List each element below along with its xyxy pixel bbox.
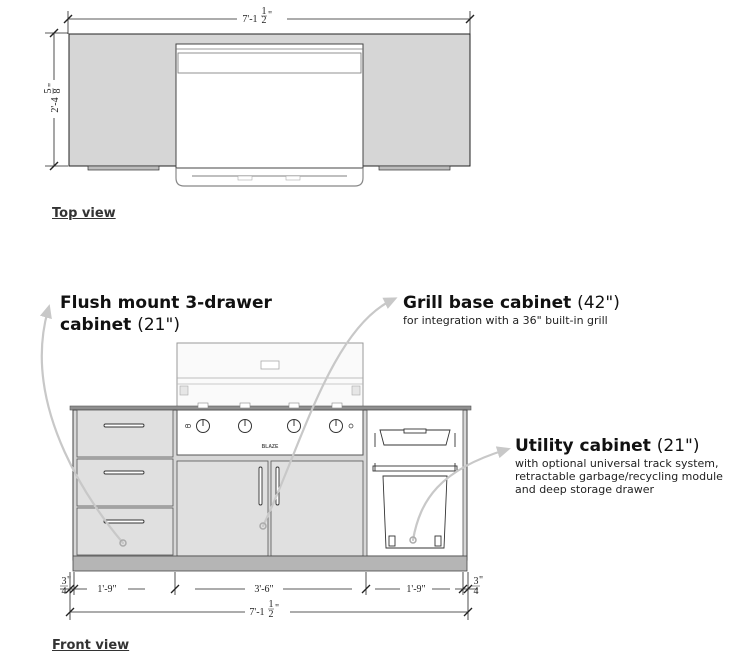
front-dimension-lines <box>60 572 478 620</box>
top-grill-handle <box>175 168 364 187</box>
svg-text:5: 5 <box>43 89 54 94</box>
utility-callout-desc-1: with optional universal track system, <box>515 457 719 470</box>
dim-total-feet: 7'-1 <box>249 607 264 618</box>
top-view-label: Top view <box>52 206 116 221</box>
grill-callout-title: Grill base cabinet <box>403 293 572 313</box>
dim-drawer-cabinet: 1'-9" <box>97 584 116 595</box>
top-width-fraction-num: 1 <box>262 6 267 17</box>
front-grill-logo-plate <box>260 360 280 370</box>
dim-left-edge-inch: " <box>67 575 71 586</box>
dim-left-edge-num: 3 <box>62 576 67 587</box>
drawer-handles <box>103 423 145 524</box>
top-left-drawer-face <box>87 165 160 171</box>
grill-knobs <box>185 419 354 433</box>
top-width-label: 7'-1 <box>242 14 257 25</box>
svg-text:8: 8 <box>52 89 63 94</box>
dim-total-num: 1 <box>269 599 274 610</box>
grill-door-right <box>270 460 364 557</box>
top-width-dimension <box>63 11 475 34</box>
svg-text:": " <box>47 83 58 87</box>
top-grill-hood <box>177 52 362 74</box>
grill-callout: Grill base cabinet (42") for integration… <box>403 292 620 327</box>
grill-door-handle-left <box>258 466 263 506</box>
dim-left-edge-den: 4 <box>62 586 67 597</box>
utility-track-system <box>372 428 458 549</box>
front-grill-control-panel <box>176 409 364 456</box>
front-view: BLAZE <box>60 342 483 620</box>
utility-callout-size: (21") <box>656 436 700 456</box>
utility-callout: Utility cabinet (21") with optional univ… <box>515 435 723 496</box>
front-countertop <box>69 405 472 411</box>
dim-right-edge-den: 4 <box>474 586 479 597</box>
drawer-callout-title-2: cabinet <box>60 315 132 335</box>
top-right-drawer-face <box>378 165 451 171</box>
dim-utility-cabinet: 1'-9" <box>406 584 425 595</box>
front-toe-kick <box>72 555 468 572</box>
drawer-callout-arrow <box>39 304 125 545</box>
front-grill-lid <box>176 342 364 408</box>
top-depth-dimension <box>45 28 68 171</box>
drawer-callout-size: (21") <box>137 315 180 335</box>
utility-callout-arrow <box>411 446 511 542</box>
grill-callout-arrow <box>261 297 398 528</box>
dim-grill-cabinet: 3'-6" <box>254 584 273 595</box>
top-view: 7'-1 1 2 " 2'-4 5 8 " <box>43 6 475 187</box>
grill-door-handle-right <box>275 466 280 506</box>
grill-brand-label: BLAZE <box>262 444 279 450</box>
svg-text:2'-4: 2'-4 <box>50 97 61 112</box>
top-width-inch: " <box>268 10 272 21</box>
dim-right-edge-num: 3 <box>474 576 479 587</box>
front-view-label: Front view <box>52 638 130 653</box>
grill-callout-size: (42") <box>577 293 620 313</box>
drawer-callout: Flush mount 3-drawer cabinet (21") <box>60 292 272 336</box>
grill-door-left <box>176 460 269 557</box>
callout-arrows <box>39 297 511 547</box>
utility-callout-title: Utility cabinet <box>515 436 651 456</box>
drawer-callout-title-1: Flush mount 3-drawer <box>60 293 272 313</box>
top-depth-label: 2'-4 5 8 " <box>43 83 63 113</box>
grill-callout-desc: for integration with a 36" built-in gril… <box>403 314 608 327</box>
dim-total-den: 2 <box>269 609 274 620</box>
drawer-3 <box>76 507 174 556</box>
top-width-fraction-den: 2 <box>262 15 267 26</box>
dim-right-edge-inch: " <box>479 575 483 586</box>
dim-total-inch: " <box>275 603 279 614</box>
utility-callout-desc-3: and deep storage drawer <box>515 483 655 496</box>
drawer-2 <box>76 458 174 507</box>
utility-callout-desc-2: retractable garbage/recycling module <box>515 470 723 483</box>
drawer-1 <box>76 409 174 458</box>
